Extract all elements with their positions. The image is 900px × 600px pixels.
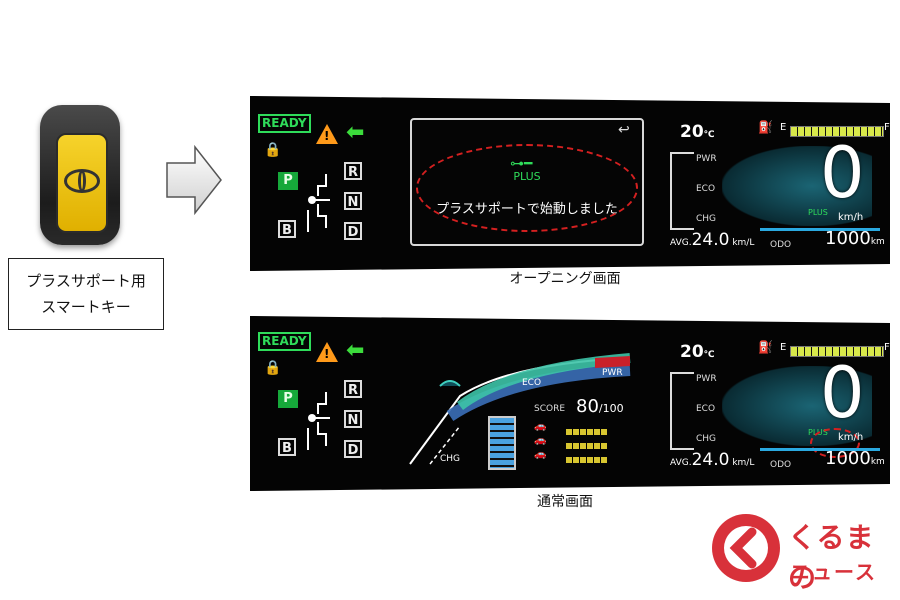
gauge-chg: CHG [696, 214, 717, 224]
smart-key-image [40, 105, 120, 245]
arc-pwr-label: PWR [602, 368, 623, 378]
score-label: SCORE [534, 404, 566, 414]
gauge-pwr: PWR [696, 374, 717, 384]
speed-unit: km/h [838, 212, 864, 223]
outside-temp: 20℃ [680, 342, 715, 362]
gear-d: D [344, 222, 362, 240]
kuruma-news-logo-icon [712, 514, 780, 582]
gauge-eco: ECO [696, 184, 716, 194]
highlight-ellipse [416, 144, 638, 232]
arc-eco-label: ECO [522, 378, 542, 388]
key-label-line2: スマートキー [41, 298, 131, 316]
avg-fuel: AVG.24.0 km/L [670, 450, 755, 470]
plus-small: PLUS [808, 208, 828, 217]
battery-icon [488, 416, 516, 470]
speed-background [722, 146, 872, 226]
ready-indicator: READY [258, 332, 311, 351]
caption-opening: オープニング画面 [509, 271, 621, 287]
gear-n: N [344, 192, 362, 210]
fuel-pump-icon: ⛽ [758, 120, 773, 134]
key-button [56, 133, 108, 233]
odo-value: 1000km [825, 448, 885, 469]
info-panel: 20℃ ⛽ E F PWR ECO CHG 0 PLUS km/h AVG.24… [660, 116, 890, 256]
gear-n: N [344, 410, 362, 428]
fuel-gauge [790, 126, 884, 137]
caption-normal: 通常画面 [537, 494, 593, 510]
gear-p: P [278, 172, 298, 190]
fuel-f: F [884, 342, 890, 353]
hybrid-gauge [670, 152, 694, 230]
return-icon: ↩ [618, 122, 630, 138]
gear-p: P [278, 390, 298, 408]
gear-d: D [344, 440, 362, 458]
gauge-chg: CHG [696, 434, 717, 444]
fuel-f: F [884, 122, 890, 133]
odo-label: ODO [770, 240, 792, 250]
score-bar-3 [566, 448, 608, 467]
gauge-eco: ECO [696, 404, 716, 414]
ready-indicator: READY [258, 114, 311, 133]
key-label-box: プラスサポート用 スマートキー [8, 258, 164, 330]
fuel-gauge [790, 346, 884, 357]
plus-highlight-ellipse [810, 428, 860, 458]
divider-line [760, 448, 880, 451]
shift-pattern-icon [307, 392, 330, 450]
gear-r: R [344, 162, 362, 180]
speed-unit: km/h [838, 432, 864, 443]
lock-icon: 🔒 [264, 142, 282, 158]
score-bar-2 [566, 434, 608, 453]
car-icons: 🚗🚗🚗 [534, 421, 547, 460]
score-value: 80/100 [576, 396, 624, 417]
shift-pattern-icon [307, 174, 330, 232]
speed-value: 0 [820, 352, 865, 434]
green-arrow-icon: ⬅ [346, 338, 365, 363]
logo-subtext: ニュース [790, 560, 877, 584]
logo-text: くるまの [788, 521, 875, 594]
toyota-logo [64, 169, 100, 193]
message-box: ↩ ⊶━ PLUS プラスサポートで始動しました [410, 118, 644, 246]
dashboard-normal: READY 🔒 ! ⬅ P R N D B ECO PWR CHG SCORE … [250, 316, 890, 491]
fuel-e: E [780, 342, 787, 353]
key-label-line1: プラスサポート用 [26, 272, 146, 290]
speed-value: 0 [820, 132, 865, 214]
eco-arc-gauge [409, 353, 631, 465]
green-arrow-icon: ⬅ [346, 120, 365, 145]
score-bar-1 [566, 420, 608, 439]
lock-icon: 🔒 [264, 360, 282, 376]
hybrid-gauge [670, 372, 694, 450]
gauge-pwr: PWR [696, 154, 717, 164]
gear-b: B [278, 438, 296, 456]
avg-fuel: AVG.24.0 km/L [670, 230, 755, 250]
arc-chg-label: CHG [440, 454, 461, 464]
odo-label: ODO [770, 460, 792, 470]
outside-temp: 20℃ [680, 122, 715, 142]
fuel-pump-icon: ⛽ [758, 340, 773, 354]
gear-b: B [278, 220, 296, 238]
gear-r: R [344, 380, 362, 398]
arrow-right-icon [166, 145, 222, 215]
info-panel: 20℃ ⛽ E F PWR ECO CHG 0 PLUS km/h AVG.24… [660, 336, 890, 476]
dashboard-opening: READY 🔒 ! ⬅ P R N D B ↩ ⊶━ PLUS プラスサポートで… [250, 96, 890, 271]
fuel-e: E [780, 122, 787, 133]
divider-line [760, 228, 880, 231]
odo-value: 1000km [825, 228, 885, 249]
warning-icon: ! [316, 124, 338, 144]
warning-icon: ! [316, 342, 338, 362]
